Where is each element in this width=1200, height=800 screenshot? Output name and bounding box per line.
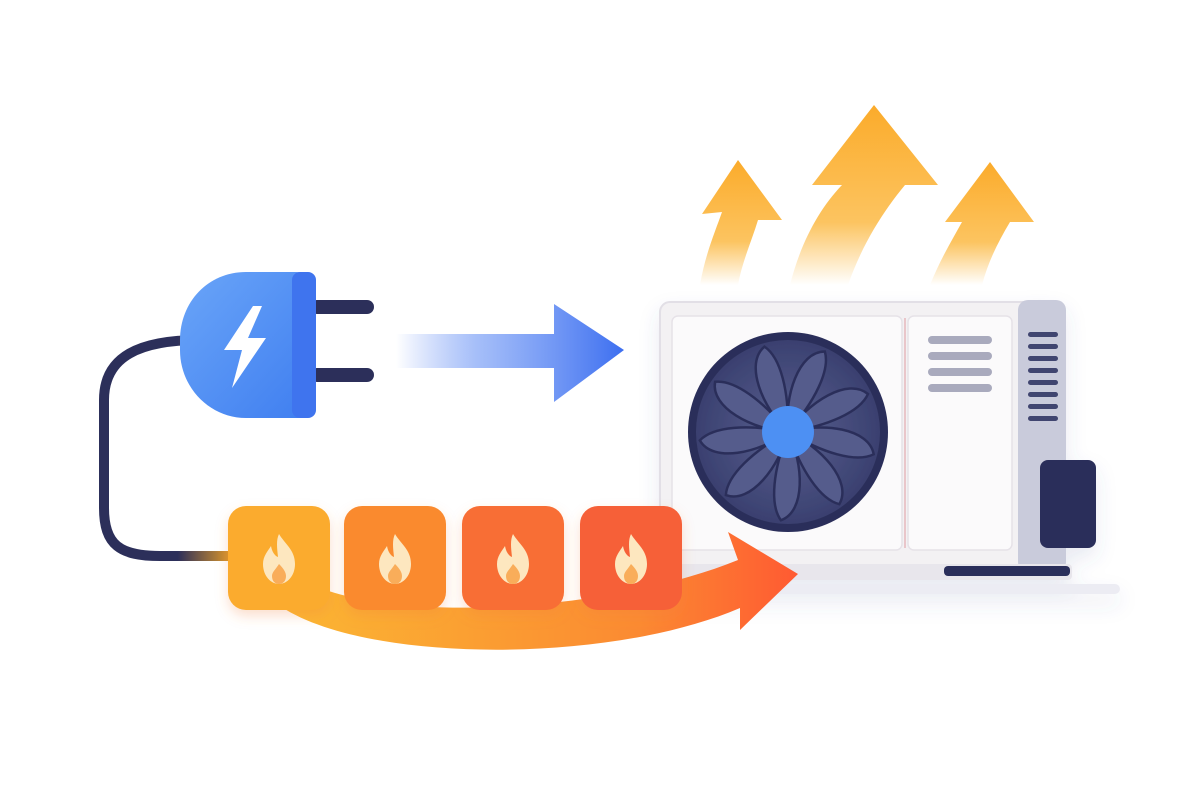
plug-collar: [292, 272, 316, 418]
side-vents: [1028, 332, 1058, 421]
arrow-up-icon: [930, 162, 1034, 285]
unit-base-dark: [944, 566, 1070, 576]
plug-prong-bottom: [310, 368, 374, 382]
unit-pipe-box: [1040, 460, 1096, 548]
heat-sources: [228, 506, 682, 610]
fan-icon: [688, 332, 888, 532]
plug-prong-top: [310, 300, 374, 314]
fan-hub: [762, 406, 814, 458]
panel-vents: [928, 336, 992, 392]
lightning-bolt-icon: [224, 306, 266, 388]
unit-control-panel: [907, 315, 1013, 551]
arrow-up-icon: [700, 160, 782, 285]
flame-box: [344, 506, 446, 610]
arrow-up-icon: [790, 105, 938, 285]
heat-pump-unit: [659, 300, 1120, 594]
arrow-right-icon: [396, 304, 624, 402]
flame-box: [580, 506, 682, 610]
curved-arrow-icon: [270, 532, 798, 650]
power-cable: [99, 335, 243, 561]
output-heat-arrows: [700, 105, 1034, 285]
electric-plug-icon: [180, 272, 374, 418]
flame-box: [228, 506, 330, 610]
flame-box: [462, 506, 564, 610]
